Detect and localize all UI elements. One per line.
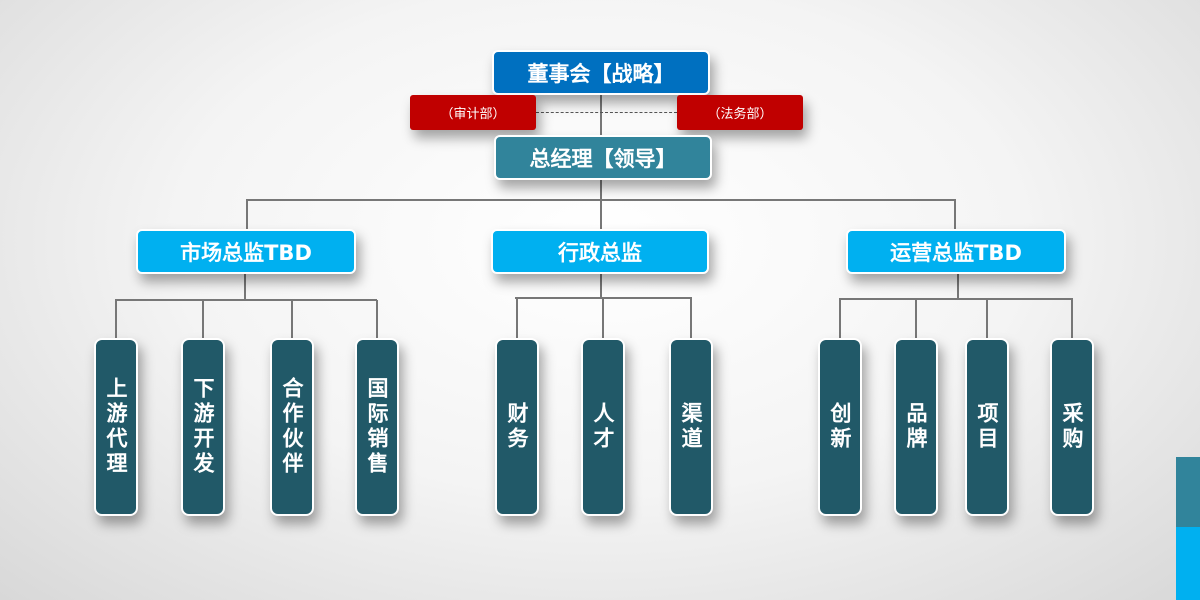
connector [600, 179, 602, 231]
director-operations-box[interactable]: 运营总监TBD [846, 229, 1066, 274]
connector [244, 273, 246, 299]
connector [600, 94, 602, 136]
edge-accent-teal [1176, 457, 1200, 527]
edge-accent-blue [1176, 527, 1200, 600]
department-box[interactable]: 上游代理 [94, 338, 138, 516]
department-box[interactable]: 品牌 [894, 338, 938, 516]
connector [954, 199, 956, 230]
connector [115, 300, 117, 340]
connector [690, 298, 692, 340]
connector [839, 298, 1073, 300]
department-box[interactable]: 渠道 [669, 338, 713, 516]
department-box[interactable]: 合作伙伴 [270, 338, 314, 516]
department-box[interactable]: 人才 [581, 338, 625, 516]
department-box[interactable]: 下游开发 [181, 338, 225, 516]
connector [246, 199, 248, 230]
connector [915, 299, 917, 340]
department-box[interactable]: 国际销售 [355, 338, 399, 516]
connector [202, 300, 204, 340]
dashed-connector [536, 112, 677, 113]
connector [291, 300, 293, 340]
department-box[interactable]: 财务 [495, 338, 539, 516]
legal-dept-box[interactable]: （法务部） [677, 95, 803, 130]
director-admin-box[interactable]: 行政总监 [491, 229, 709, 274]
department-box[interactable]: 创新 [818, 338, 862, 516]
connector [246, 199, 956, 201]
connector [600, 273, 602, 298]
department-box[interactable]: 采购 [1050, 338, 1094, 516]
audit-dept-box[interactable]: （审计部） [410, 95, 536, 130]
board-box[interactable]: 董事会【战略】 [492, 50, 710, 95]
connector [839, 299, 841, 340]
connector [1071, 299, 1073, 340]
connector [602, 298, 604, 340]
connector [986, 299, 988, 340]
connector [376, 300, 378, 340]
department-box[interactable]: 项目 [965, 338, 1009, 516]
connector [516, 298, 518, 340]
connector [115, 299, 377, 301]
director-marketing-box[interactable]: 市场总监TBD [136, 229, 356, 274]
general-manager-box[interactable]: 总经理【领导】 [494, 135, 712, 180]
connector [957, 273, 959, 299]
